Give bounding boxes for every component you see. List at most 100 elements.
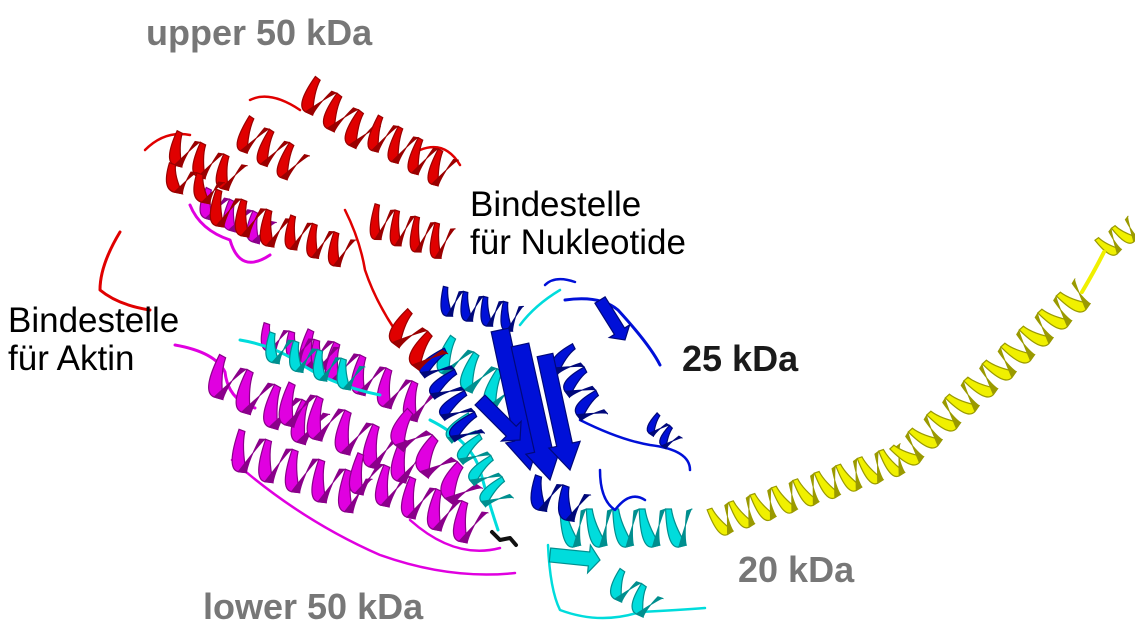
helix-turn-back xyxy=(788,479,799,514)
helix-turn-back xyxy=(997,346,1017,379)
helix-turn-back xyxy=(391,327,429,349)
helix-turn-back xyxy=(480,493,514,508)
lever-arm-helix xyxy=(706,215,1135,536)
helix-turn-back xyxy=(304,90,338,116)
25-kda-label: 25 kDa xyxy=(682,338,799,379)
lower-50-helix xyxy=(348,451,489,544)
helix-turn-back xyxy=(381,379,413,410)
red-helix xyxy=(367,114,459,187)
ligand-bond xyxy=(490,530,518,547)
helix-turn-back xyxy=(660,435,683,450)
helix-turn-back xyxy=(290,458,320,494)
helix-turn-back xyxy=(342,365,366,391)
helix-turn-back xyxy=(419,365,455,379)
helix-turn-back xyxy=(831,465,841,499)
helix-turn-back xyxy=(1108,227,1122,255)
helix-turn-back xyxy=(635,596,664,618)
lower-50-helix xyxy=(390,407,483,506)
helix-turn-back xyxy=(370,125,399,153)
lower-50-helix xyxy=(208,353,331,446)
lower-50-kda-label: lower 50 kDa xyxy=(203,586,424,626)
helix-turn-back xyxy=(457,451,492,465)
helix-turn-back xyxy=(374,209,396,240)
helix-turn-back xyxy=(259,140,290,168)
helix-turn-back xyxy=(648,423,671,437)
helix-turn-back xyxy=(678,508,693,548)
helix-turn-back xyxy=(564,493,592,522)
cyan-helix xyxy=(559,508,693,548)
helix-turn-back xyxy=(564,385,597,398)
helix-turn-back xyxy=(960,380,980,413)
helix-turn-back xyxy=(310,231,335,259)
helix-turn-back xyxy=(598,508,614,548)
helix-turn-back xyxy=(745,494,756,529)
lower-50-helix xyxy=(231,428,373,514)
nucleotide-ligand xyxy=(490,530,518,547)
blue-loop xyxy=(578,418,692,472)
blue-strand xyxy=(536,352,582,472)
actin-label-line-2: für Aktin xyxy=(8,338,135,378)
helix-turn-back xyxy=(265,218,293,248)
helix-turn-back xyxy=(196,152,225,180)
helix-turn-back xyxy=(449,429,485,443)
helix-turn-back xyxy=(1034,312,1054,345)
red-helix xyxy=(284,214,357,268)
blue-helix xyxy=(646,412,683,450)
helix-turn-back xyxy=(354,463,385,496)
helix-turn-back xyxy=(284,394,318,428)
lower-50-loop xyxy=(188,203,272,264)
red-loop xyxy=(343,208,397,332)
actin-binding-site-label: Bindestelle für Aktin xyxy=(8,302,179,378)
nucleotide-label-line-1: Bindestelle xyxy=(470,185,642,224)
actin-label-line-1: Bindestelle xyxy=(8,301,180,340)
helix-turn-back xyxy=(505,305,525,332)
helix-turn-back xyxy=(200,181,226,205)
helix-turn-back xyxy=(289,222,314,251)
helix-turn-back xyxy=(414,222,436,253)
blue-helix xyxy=(440,285,525,332)
helix-turn-back xyxy=(213,367,248,401)
blue-loop xyxy=(598,468,647,512)
blue-helix xyxy=(551,342,609,422)
helix-turn-back xyxy=(380,475,411,508)
helix-turn-back xyxy=(390,136,419,164)
helix-turn-back xyxy=(332,239,357,268)
red-helix xyxy=(168,129,248,192)
20-kda-label: 20 kDa xyxy=(738,549,855,590)
helix-turn-back xyxy=(445,290,465,317)
cyan-loop xyxy=(518,288,562,327)
helix-turn-back xyxy=(173,171,198,195)
helix-turn-back xyxy=(625,508,640,548)
helix-turn-back xyxy=(237,438,267,474)
lever-arm-helix-segment xyxy=(1094,215,1135,256)
helix-turn-back xyxy=(394,430,433,453)
cyan-strand xyxy=(548,543,601,575)
helix-turn-back xyxy=(394,215,416,247)
helix-turn-back xyxy=(239,127,270,154)
red-loop xyxy=(248,95,302,112)
helix-turn-back xyxy=(1071,278,1091,311)
lever-arm-helix-segment xyxy=(706,443,906,536)
helix-turn-back xyxy=(905,431,925,464)
helix-turn-back xyxy=(434,228,456,259)
blue-loop xyxy=(543,277,577,287)
lower-50-loop xyxy=(408,518,502,552)
red-loop xyxy=(98,230,152,312)
blue-strand xyxy=(474,394,522,442)
lower-50-helix xyxy=(278,381,430,484)
helix-turn-back xyxy=(411,349,449,371)
helix-turn-back xyxy=(220,164,248,191)
helix-turn-back xyxy=(923,414,943,447)
helix-turn-back xyxy=(1053,295,1073,328)
lower-50-kda-ribbon xyxy=(173,186,517,576)
cyan-helix xyxy=(609,567,664,618)
nucleotide-binding-site-label: Bindestelle für Nukleotide xyxy=(470,186,686,262)
helix-turn-back xyxy=(279,154,310,181)
helix-turn-back xyxy=(1124,215,1135,243)
helix-turn-back xyxy=(173,140,202,168)
helix-turn-back xyxy=(468,472,503,487)
helix-turn-back xyxy=(485,300,505,327)
helix-turn-back xyxy=(410,147,439,176)
blue-helix xyxy=(530,474,592,523)
red-helix xyxy=(165,162,226,205)
